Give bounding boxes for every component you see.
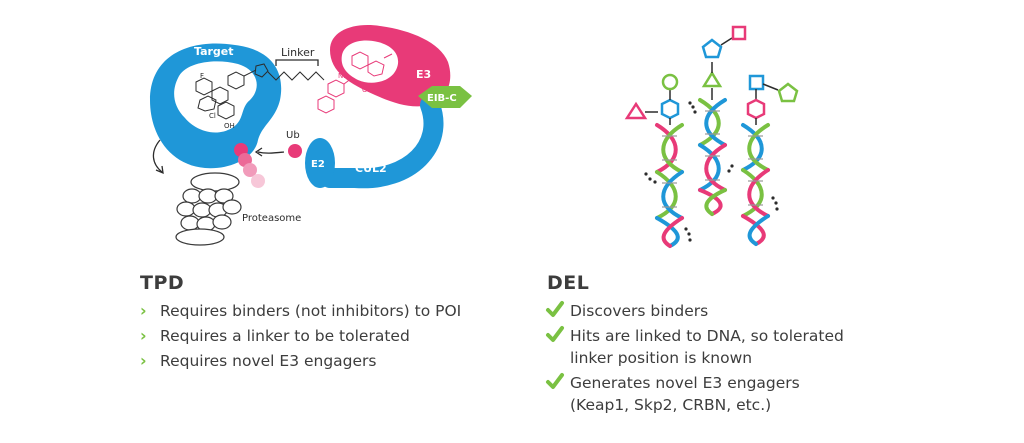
e3-ligand-structure <box>317 51 393 114</box>
del-item: Hits are linked to DNA, so tolerated <box>546 325 844 347</box>
degradation-arrow <box>152 139 163 173</box>
e2-enzyme <box>305 138 335 188</box>
linker-bond <box>762 83 779 91</box>
poi-ligand-structure <box>195 63 269 120</box>
fluorine-label: F <box>200 72 204 80</box>
proteasome-label: Proteasome <box>242 213 301 224</box>
del-item: Generates novel E3 engagers <box>546 372 844 394</box>
proteasome-structure <box>175 172 242 246</box>
hexagon-building-block-1 <box>660 98 680 120</box>
hydroxyl-label-e3: OH <box>362 86 373 94</box>
tpd-item: ›Requires binders (not inhibitors) to PO… <box>140 301 462 320</box>
linker-label: Linker <box>281 46 315 59</box>
linker-bond <box>720 37 733 46</box>
elob-c-label: EIB-C <box>427 93 457 104</box>
target-binding-pocket <box>174 61 257 133</box>
square-building-block-2 <box>731 25 747 41</box>
chlorine-label: Cl <box>209 112 216 120</box>
ub-transfer-arrow <box>257 151 285 154</box>
ub-label: Ub <box>286 130 300 141</box>
tpd-heading: TPD <box>140 272 185 294</box>
dna-strand-3-rungs <box>748 135 763 206</box>
check-icon <box>546 373 564 389</box>
check-icon <box>546 301 564 317</box>
polyubiquitin-chain <box>234 143 265 188</box>
tpd-item: ›Requires a linker to be tolerated <box>140 326 410 345</box>
cul2-scaffold <box>320 95 444 189</box>
dna-strand-2-rungs <box>705 110 720 181</box>
del-benefits-list: Discovers binders Hits are linked to DNA… <box>546 300 844 419</box>
linker-chain <box>267 71 325 81</box>
dotted-accents <box>644 101 779 242</box>
nh-label: NH <box>338 72 349 80</box>
elob-c-adaptor <box>418 86 472 108</box>
degradation-arrowhead <box>155 165 164 175</box>
check-icon <box>546 326 564 342</box>
e3-binding-pocket <box>341 40 399 83</box>
ub-transfer-arrowhead <box>254 147 263 157</box>
pentagon-building-block-2 <box>701 38 723 59</box>
triangle-building-block-2 <box>701 70 723 88</box>
del-item-continuation: linker position is known <box>570 349 753 367</box>
dna-strand-1 <box>655 123 684 248</box>
del-item: Discovers binders <box>546 300 844 322</box>
chevron-right-icon: › <box>140 326 147 345</box>
square-building-block-3 <box>748 74 765 91</box>
circle-building-block-1 <box>661 73 679 91</box>
dna-strand-3 <box>741 123 770 246</box>
hydroxyl-label-target: OH <box>224 122 235 130</box>
ubiquitin <box>288 144 302 158</box>
cul2-label: CUL2 <box>355 162 387 175</box>
linker-bracket <box>275 59 319 66</box>
hexagon-building-block-3 <box>746 98 766 120</box>
dna-strand-1-rungs <box>662 135 677 208</box>
e2-label: E2 <box>311 159 325 170</box>
dna-strand-2 <box>698 98 727 216</box>
del-heading: DEL <box>547 272 590 294</box>
e3-label: E3 <box>416 68 431 81</box>
tpd-item: ›Requires novel E3 engagers <box>140 351 377 370</box>
del-item-continuation: (Keap1, Skp2, CRBN, etc.) <box>570 396 772 414</box>
chevron-right-icon: › <box>140 351 147 370</box>
del-diagram <box>624 25 799 248</box>
pentagon-building-block-3 <box>777 82 799 103</box>
target-label: Target <box>194 45 234 58</box>
chevron-right-icon: › <box>140 301 147 320</box>
tpd-requirements-list: ›Requires binders (not inhibitors) to PO… <box>140 300 461 375</box>
triangle-building-block-1 <box>624 101 648 120</box>
